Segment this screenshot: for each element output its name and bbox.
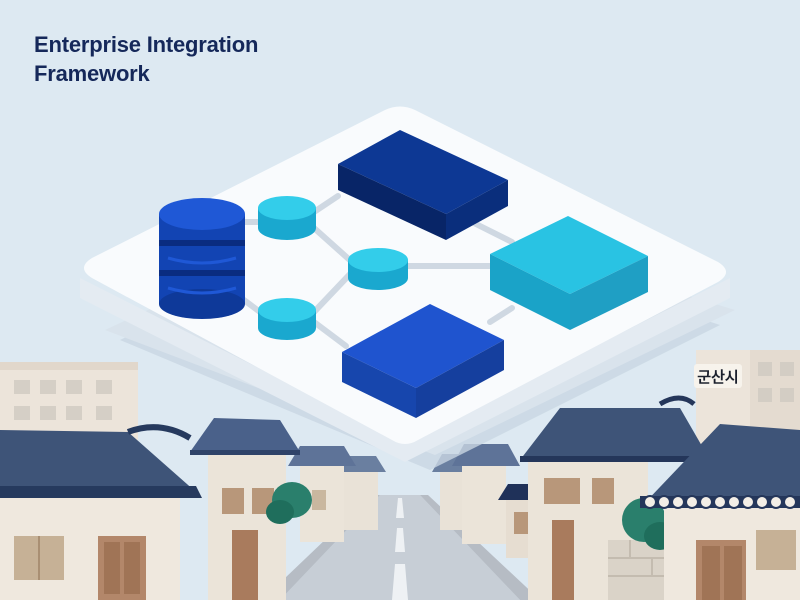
connectors	[241, 193, 515, 349]
block-right	[490, 216, 648, 330]
left-houses	[0, 418, 386, 600]
title-line-2: Framework	[34, 61, 150, 86]
block-bottom	[342, 304, 504, 418]
database-icon	[159, 198, 245, 319]
page-title: Enterprise Integration Framework	[34, 30, 258, 88]
block-top	[338, 130, 508, 240]
node-2	[348, 248, 408, 290]
node-3	[258, 298, 316, 340]
node-1	[258, 196, 316, 240]
city-sign-text: 군산시	[697, 368, 738, 386]
right-houses	[432, 395, 800, 600]
title-line-1: Enterprise Integration	[34, 32, 259, 57]
city-sign	[694, 364, 742, 388]
roof-tiles	[643, 495, 797, 509]
